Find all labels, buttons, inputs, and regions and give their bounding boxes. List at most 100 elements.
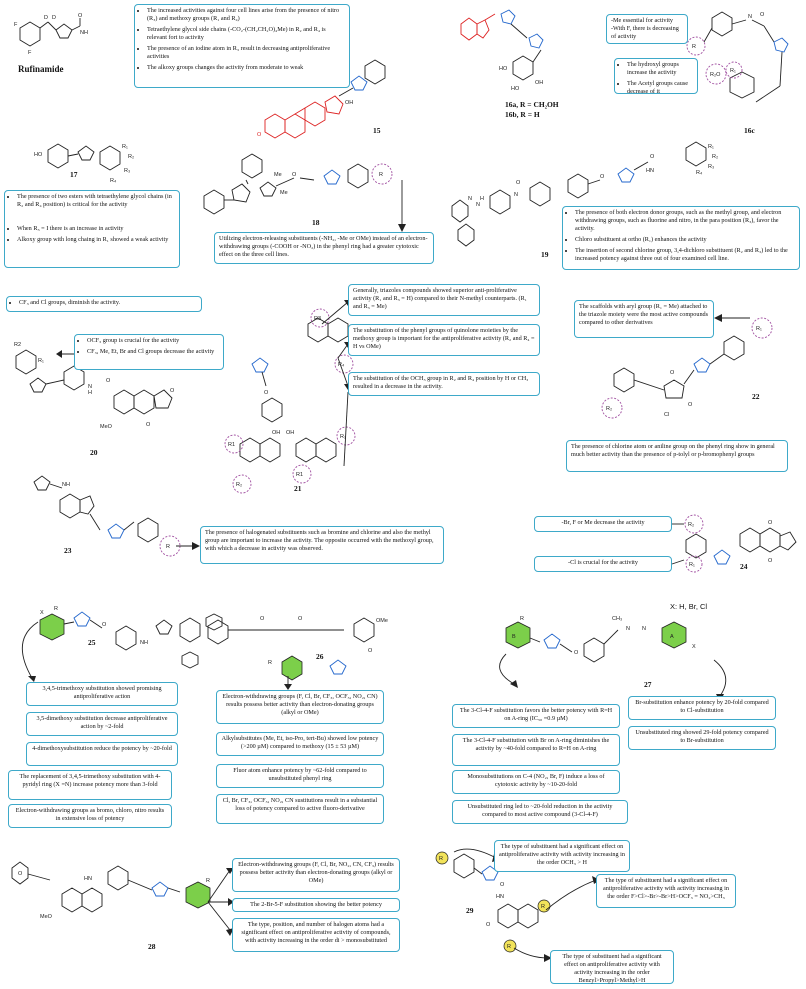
svg-text:R₄: R₄: [110, 178, 117, 184]
svg-text:F: F: [14, 22, 18, 28]
compound-25-structure: RX O NH: [30, 606, 260, 684]
note-28-a: Electron-withdrawing groups (F, Cl, Br, …: [232, 858, 400, 892]
compound-15-structure: O OH: [257, 60, 395, 150]
note-27-b1: Br-substitution enhance potency by 20-fo…: [628, 696, 776, 720]
arrow-26: [284, 676, 292, 690]
note-16c-a: -Me essential for activity -With F, ther…: [606, 14, 688, 44]
compound-label-16a: 16a, R = CH₂OH: [505, 100, 559, 109]
svg-text:R: R: [166, 544, 170, 550]
svg-text:R1: R1: [228, 442, 235, 448]
svg-text:O: O: [260, 616, 265, 622]
svg-text:O: O: [500, 882, 505, 888]
compound-label-23: 23: [64, 546, 72, 555]
note-16c-b-item: The Acetyl groups cause decrease of it: [627, 80, 693, 96]
note-28-item: The 2-Br-5-F substitution showing the be…: [250, 901, 382, 908]
note-15-item: The increased activities against four ce…: [147, 7, 345, 23]
svg-text:HO: HO: [34, 152, 43, 158]
svg-text:HN: HN: [84, 876, 92, 882]
svg-text:R₂: R₂: [688, 522, 694, 528]
note-20a-item: CF₃ and Cl groups, diminish the activity…: [19, 299, 197, 307]
note-22a: The scaffolds with aryl group (R₁ = Me) …: [574, 300, 714, 338]
compound-label-18: 18: [312, 218, 320, 227]
compound-label-21: 21: [294, 484, 302, 493]
svg-text:HO: HO: [499, 66, 508, 72]
svg-text:R₂: R₂: [128, 154, 134, 160]
svg-text:CH₃: CH₃: [612, 616, 622, 622]
svg-text:H: H: [88, 390, 92, 396]
svg-text:O: O: [768, 558, 773, 564]
compound-label-16c: 16c: [744, 126, 755, 135]
arrow-27: [488, 650, 518, 688]
note-17-item: When R₃ = I there is an increase in acti…: [17, 225, 175, 233]
note-25-b: 3,5-dimethoxy substitution decrease anti…: [26, 712, 178, 736]
note-27a-item: The 3-Cl-4-F substitution with Br on A-r…: [462, 737, 610, 752]
svg-text:O: O: [768, 520, 773, 526]
note-28-c: The type, position, and number of haloge…: [232, 918, 400, 952]
svg-text:N: N: [626, 626, 630, 632]
svg-text:O: O: [18, 871, 23, 877]
svg-text:R: R: [692, 44, 696, 50]
svg-text:O: O: [292, 172, 297, 178]
svg-text:O: O: [78, 13, 83, 19]
note-24b: -Cl is crucial for the activity: [534, 556, 672, 572]
note-26-d: Cl, Br, CF₃, OCF₃, NO₂, CN sustitutions …: [216, 794, 384, 824]
note-25-item: 3,4,5-trimethoxy substitution showed pro…: [42, 685, 162, 700]
svg-text:B: B: [512, 634, 516, 640]
arrow-28: [208, 868, 234, 936]
svg-text:MeO: MeO: [40, 914, 53, 920]
note-22b-text: The presence of chlorine atom or aniline…: [571, 443, 775, 458]
note-17-item: [17, 212, 175, 222]
note-27-a1: The 3-Cl-4-F substitution favors the bet…: [452, 704, 620, 728]
note-26-a: Electron-withdrawing groups (F, Cl, Br, …: [216, 690, 384, 724]
note-29-item: The type of substituent had a significan…: [603, 877, 729, 900]
svg-text:O: O: [146, 422, 151, 428]
svg-text:R₄: R₄: [696, 170, 703, 176]
svg-text:O: O: [170, 388, 175, 394]
note-25-a: 3,4,5-trimethoxy substitution showed pro…: [26, 682, 178, 706]
svg-text:O: O: [264, 390, 269, 396]
svg-text:R₂: R₂: [340, 434, 346, 440]
compound-label-16b: 16b, R = H: [505, 110, 540, 119]
svg-text:O: O: [486, 922, 491, 928]
note-22a-text: The scaffolds with aryl group (R₁ = Me) …: [579, 303, 709, 326]
svg-text:R: R: [439, 856, 443, 862]
svg-text:HN: HN: [646, 168, 654, 174]
note-27a-item: Unsubstituted ring led to ~20-fold reduc…: [467, 803, 613, 818]
note-17-item: The presence of two esters with tetraeth…: [17, 193, 175, 209]
svg-text:OH: OH: [345, 100, 353, 106]
note-22b: The presence of chlorine atom or aniline…: [566, 440, 788, 472]
compound-label-28: 28: [148, 942, 156, 951]
svg-text:O: O: [688, 402, 693, 408]
note-27-b2: Unsubstituted ring showed 29-fold potenc…: [628, 726, 776, 750]
note-15-item: Tetraethylene glycol side chains (-CO₂-(…: [147, 26, 345, 42]
svg-text:A: A: [670, 634, 674, 640]
note-25-d: The replacement of 3,4,5-trimethoxy subs…: [8, 770, 172, 800]
note-25-c: 4-dimethoxysubstitution reduce the poten…: [26, 742, 178, 766]
svg-text:R₂: R₂: [236, 482, 242, 488]
svg-text:R3: R3: [314, 316, 321, 322]
note-26-item: Cl, Br, CF₃, OCF₃, NO₂, CN sustitutions …: [222, 797, 378, 812]
note-16c-b: The hydroxyl groups increase the activit…: [614, 58, 698, 96]
svg-text:HN: HN: [496, 894, 504, 900]
svg-text:O: O: [516, 180, 521, 186]
note-26-item: Fluor atom enhance potency by ~62-fold c…: [233, 767, 367, 782]
note-26-b: Alkylsubstitutes (Me, Et, iso-Pro, tert-…: [216, 732, 384, 756]
svg-text:N: N: [642, 626, 646, 632]
note-29-item: The type of substituent had a significan…: [499, 843, 625, 866]
note-23: The presence of halogenated substituents…: [200, 526, 444, 564]
svg-text:R₁: R₁: [730, 68, 736, 74]
arrow-23: [176, 542, 200, 550]
svg-text:NH: NH: [62, 482, 70, 488]
svg-text:HO: HO: [511, 86, 520, 92]
note-18: Utilizing electron-releasing substituent…: [214, 232, 434, 264]
compound-label-27-x: X: H, Br, Cl: [670, 602, 708, 611]
note-29-c: The type of substituent had a significan…: [550, 950, 674, 984]
compound-label-27: 27: [644, 680, 652, 689]
svg-text:N: N: [476, 202, 480, 208]
svg-text:N: N: [88, 384, 92, 390]
note-28-item: Electron-withdrawing groups (F, Cl, Br, …: [238, 861, 394, 884]
svg-text:O: O: [257, 132, 262, 138]
svg-text:R: R: [206, 878, 210, 884]
